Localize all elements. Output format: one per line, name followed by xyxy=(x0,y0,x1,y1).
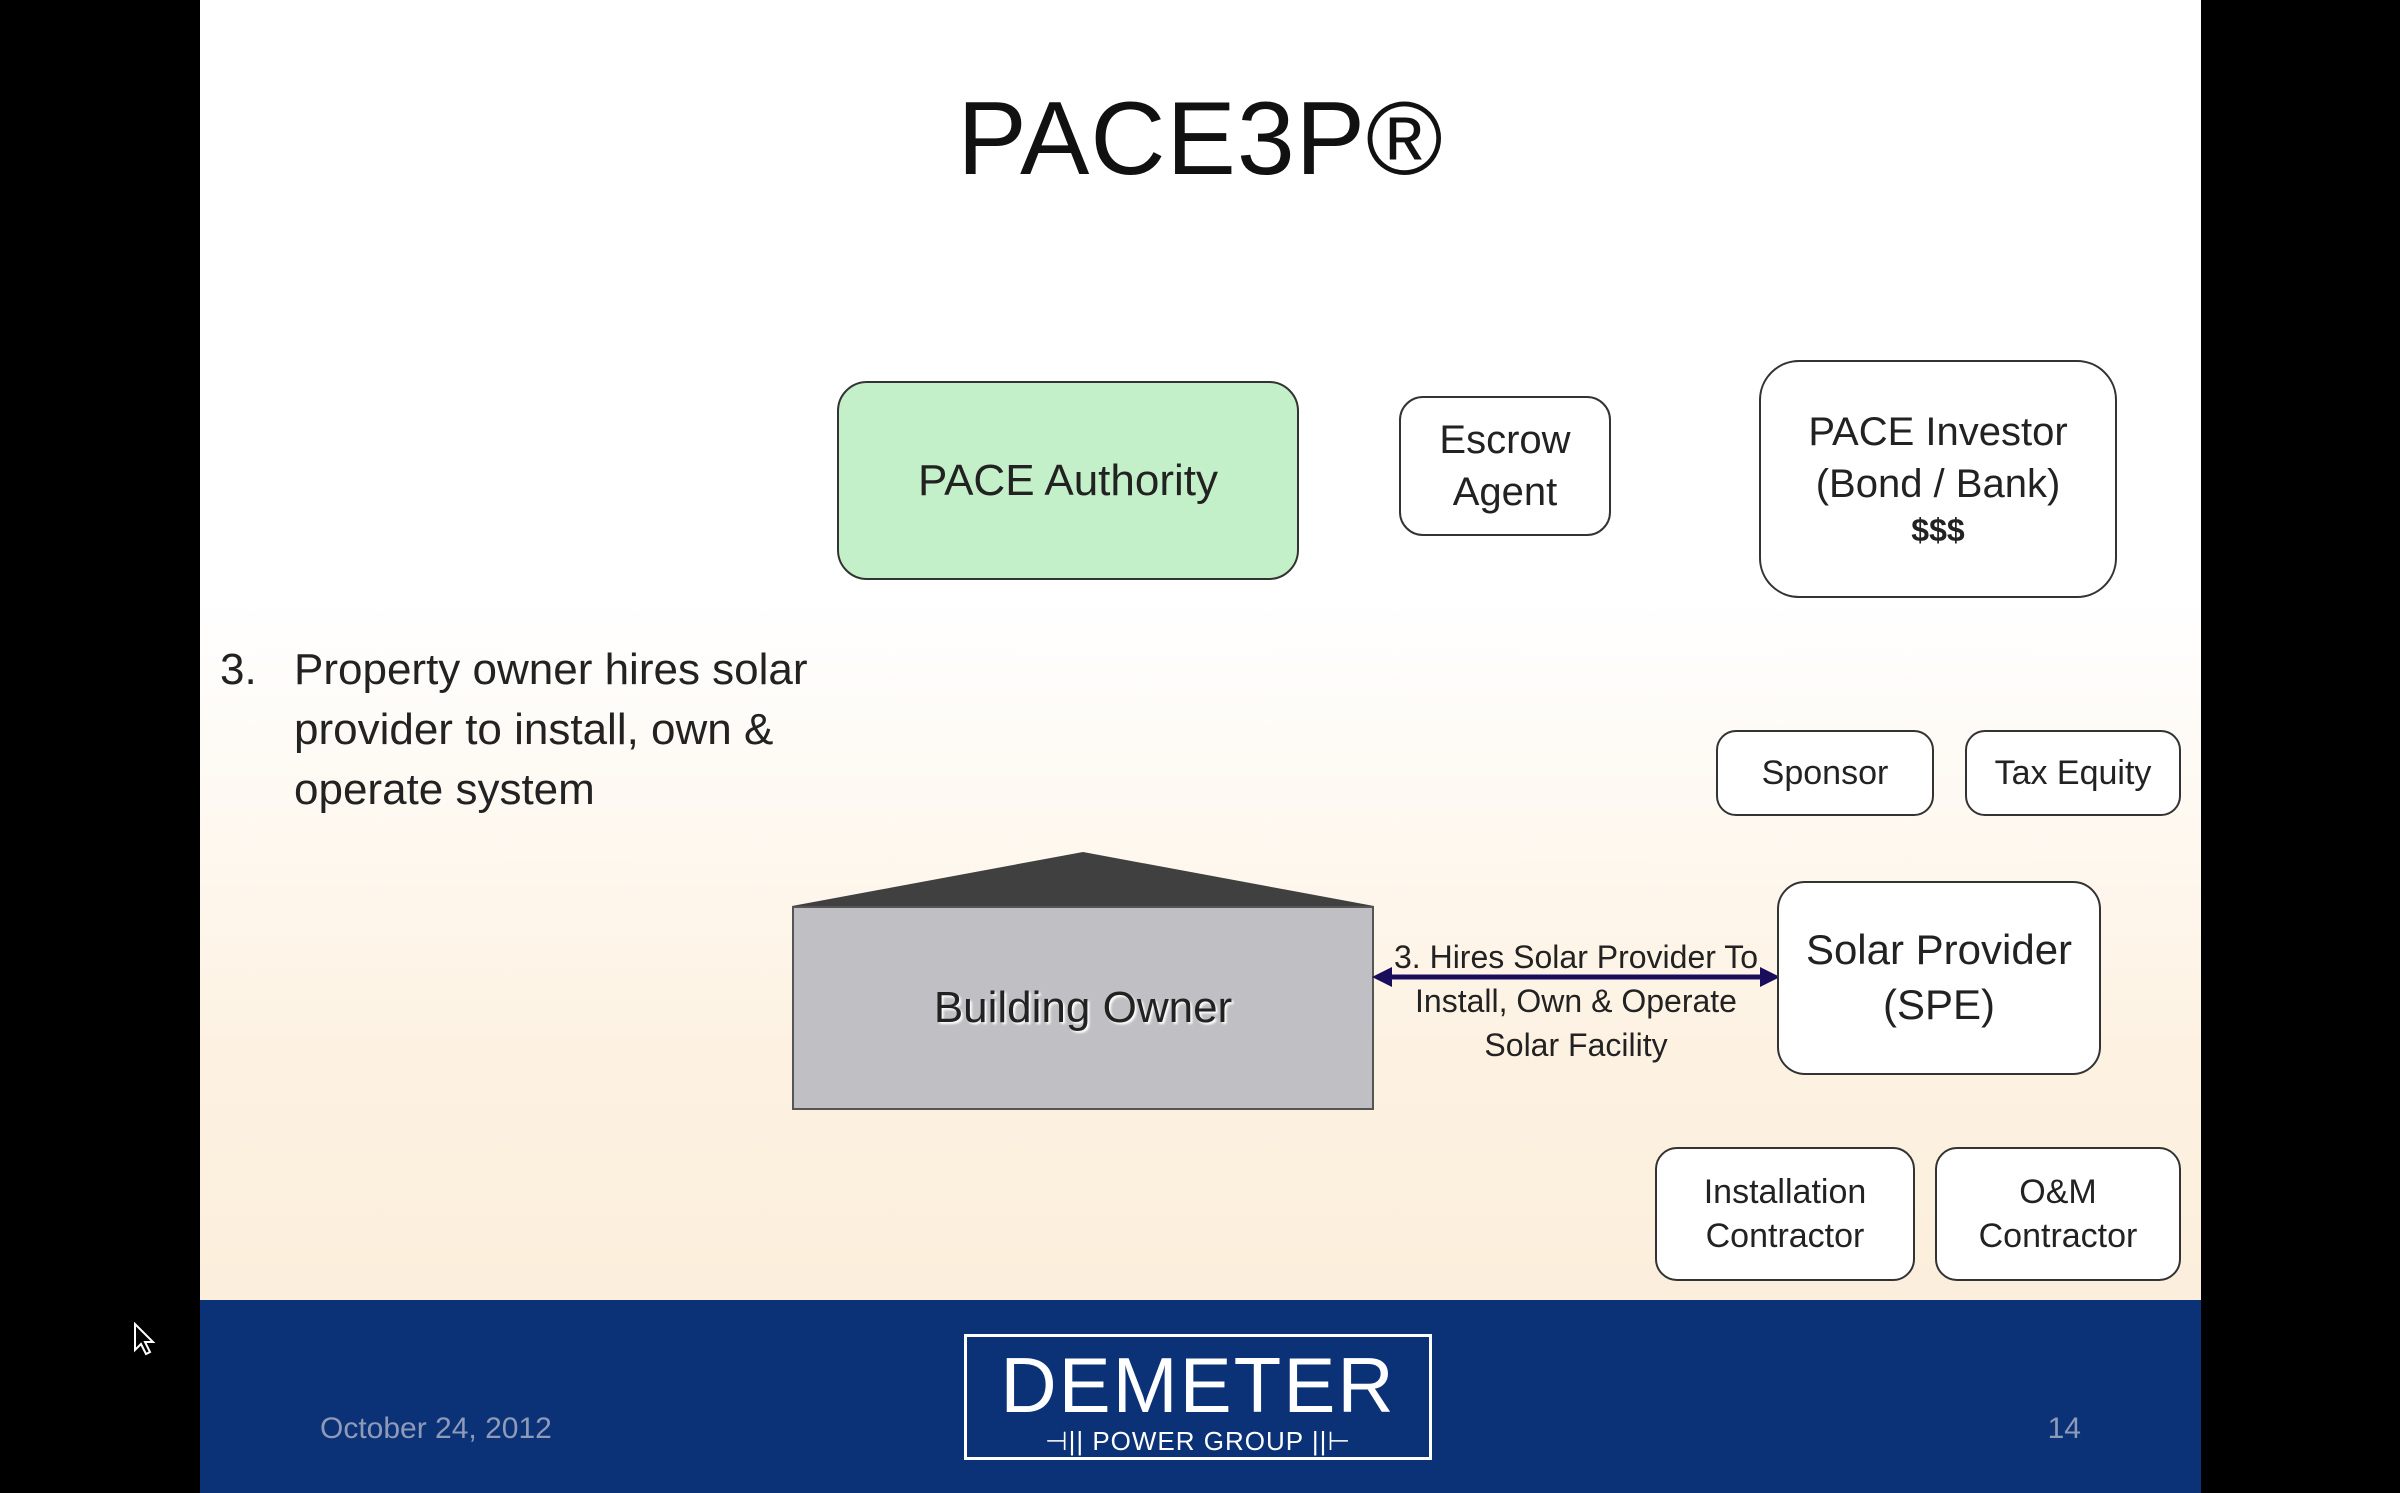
hires-arrow xyxy=(1372,967,1780,987)
footer-date: October 24, 2012 xyxy=(320,1412,552,1445)
logo-right-ornament: ||⊢ xyxy=(1303,1426,1352,1456)
installation-contractor-box: Installation Contractor xyxy=(1655,1147,1915,1281)
logo-left-ornament: ⊣|| xyxy=(1044,1426,1093,1456)
solar-provider-line1: Solar Provider xyxy=(1805,926,2073,974)
logo-sub-text: ⊣|| POWER GROUP ||⊢ xyxy=(967,1427,1429,1455)
building-owner-box: Building Owner xyxy=(792,906,1374,1110)
om-contractor-box: O&M Contractor xyxy=(1935,1147,2181,1281)
pace-investor-line1: PACE Investor xyxy=(1808,410,2068,455)
slide-footer: October 24, 2012 DEMETER ⊣|| POWER GROUP… xyxy=(200,1300,2201,1493)
hires-arrow-label: 3. Hires Solar Provider To Install, Own … xyxy=(1372,935,1780,1067)
om-contractor-line1: O&M xyxy=(2019,1172,2097,1211)
sponsor-label: Sponsor xyxy=(1761,753,1889,792)
escrow-agent-line1: Escrow xyxy=(1439,418,1571,462)
footer-page-number: 14 xyxy=(2047,1412,2081,1445)
mouse-cursor-icon xyxy=(134,1322,156,1356)
bullet-text: Property owner hires solar provider to i… xyxy=(294,645,808,814)
demeter-logo: DEMETER ⊣|| POWER GROUP ||⊢ xyxy=(964,1334,1432,1460)
escrow-agent-box: Escrow Agent xyxy=(1399,396,1611,536)
installation-contractor-line1: Installation xyxy=(1703,1172,1867,1211)
tax-equity-box: Tax Equity xyxy=(1965,730,2181,816)
sponsor-box: Sponsor xyxy=(1716,730,1934,816)
slide: PACE3P® PACE Authority Escrow Agent PACE… xyxy=(200,0,2201,1493)
arrow-label-line1: 3. Hires Solar Provider To xyxy=(1394,939,1758,975)
arrow-label-line3: Solar Facility xyxy=(1484,1027,1668,1063)
pace-investor-box: PACE Investor (Bond / Bank) $$$ xyxy=(1759,360,2117,598)
arrow-label-line2: Install, Own & Operate xyxy=(1415,983,1737,1019)
building-owner-label: Building Owner xyxy=(933,983,1233,1032)
pace-authority-label: PACE Authority xyxy=(918,455,1218,505)
building-roof xyxy=(792,852,1374,906)
escrow-agent-line2: Agent xyxy=(1452,470,1558,514)
solar-provider-line2: (SPE) xyxy=(1882,981,1995,1028)
tax-equity-label: Tax Equity xyxy=(1994,753,2152,792)
installation-contractor-line2: Contractor xyxy=(1705,1217,1865,1255)
pace-investor-money: $$$ xyxy=(1911,512,1965,549)
slide-title: PACE3P® xyxy=(957,81,1444,197)
logo-sub-label: POWER GROUP xyxy=(1092,1426,1304,1456)
solar-provider-box: Solar Provider (SPE) xyxy=(1777,881,2101,1075)
bullet-number: 3. xyxy=(220,645,257,694)
logo-main-text: DEMETER xyxy=(1000,1341,1396,1429)
pace-investor-line2: (Bond / Bank) xyxy=(1815,462,2061,507)
pace-authority-box: PACE Authority xyxy=(837,381,1299,580)
om-contractor-line2: Contractor xyxy=(1978,1217,2138,1255)
